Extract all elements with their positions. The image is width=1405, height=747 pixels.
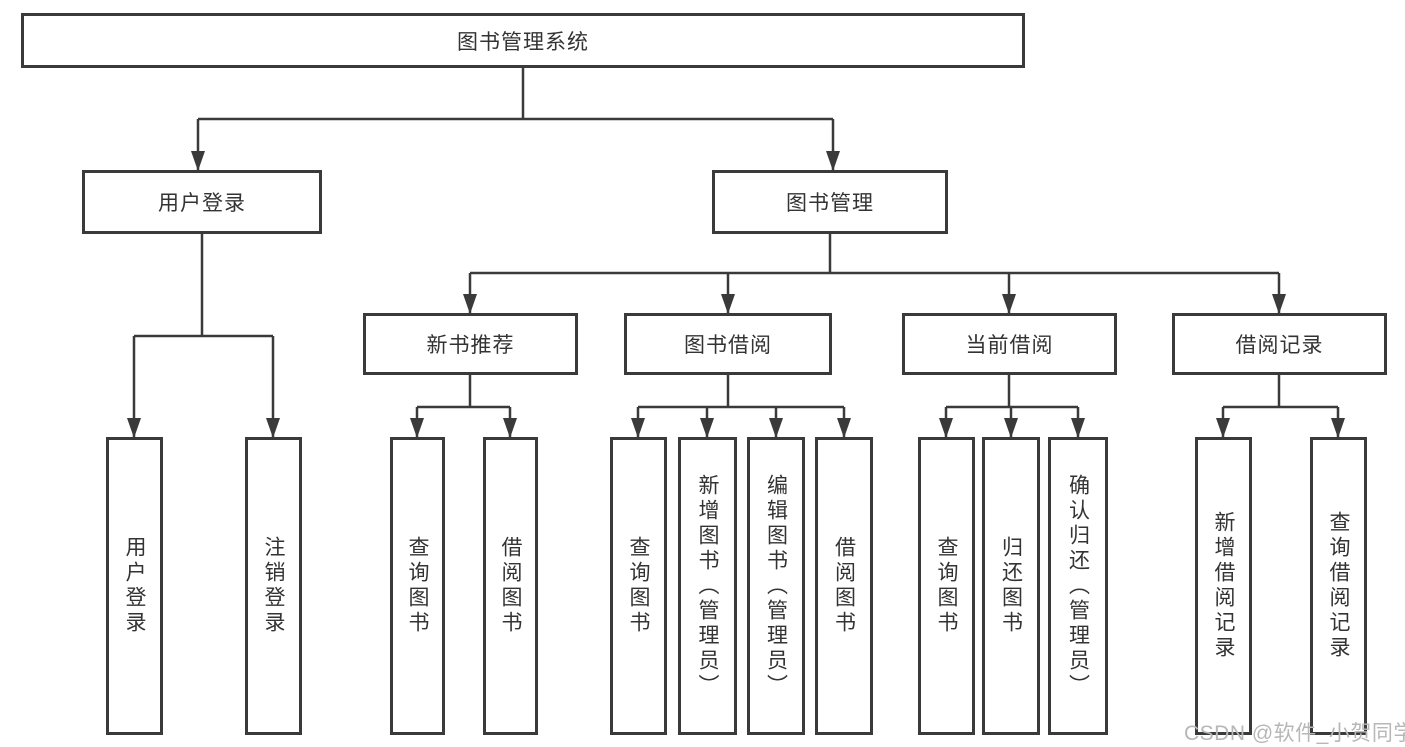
node-new-book-recommend: 新书推荐 xyxy=(363,313,578,375)
leaf-add-borrow-record-label: 新增借阅记录 xyxy=(1212,511,1235,661)
leaf-current-query-books: 查询图书 xyxy=(918,437,975,735)
leaf-borrow-query-books: 查询图书 xyxy=(610,437,667,735)
node-book-management-branch: 图书管理 xyxy=(712,170,948,234)
node-book-borrow-label: 图书借阅 xyxy=(684,334,772,357)
leaf-borrow-books-label: 借阅图书 xyxy=(832,536,856,636)
leaf-borrow-books: 借阅图书 xyxy=(815,437,873,735)
leaf-return-books-label: 归还图书 xyxy=(999,536,1023,636)
node-user-login-branch: 用户登录 xyxy=(82,170,322,234)
leaf-add-borrow-record: 新增借阅记录 xyxy=(1195,437,1252,735)
node-current-borrow-label: 当前借阅 xyxy=(965,334,1054,357)
leaf-add-books-admin-label: 新增图书（管理员） xyxy=(696,473,719,699)
node-borrow-records-label: 借阅记录 xyxy=(1235,334,1324,357)
leaf-logout-login-label: 注销登录 xyxy=(262,536,285,636)
node-current-borrow: 当前借阅 xyxy=(902,313,1117,375)
leaf-logout-login: 注销登录 xyxy=(245,437,302,735)
node-root-label: 图书管理系统 xyxy=(457,30,589,54)
leaf-confirm-return-admin-label: 确认归还（管理员） xyxy=(1066,473,1090,699)
leaf-edit-books-admin: 编辑图书（管理员） xyxy=(747,437,805,735)
node-book-borrow: 图书借阅 xyxy=(624,313,832,375)
node-root-system: 图书管理系统 xyxy=(21,13,1025,68)
leaf-add-books-admin: 新增图书（管理员） xyxy=(678,437,737,735)
leaf-query-borrow-record-label: 查询借阅记录 xyxy=(1327,511,1350,661)
leaf-query-borrow-record: 查询借阅记录 xyxy=(1310,437,1367,735)
leaf-confirm-return-admin: 确认归还（管理员） xyxy=(1048,437,1108,735)
node-new-book-recommend-label: 新书推荐 xyxy=(426,334,515,357)
leaf-borrow-query-books-label: 查询图书 xyxy=(627,536,650,636)
leaf-recommend-query-books: 查询图书 xyxy=(390,437,445,735)
leaf-recommend-borrow-books-label: 借阅图书 xyxy=(499,536,522,636)
leaf-recommend-borrow-books: 借阅图书 xyxy=(483,437,538,735)
leaf-recommend-query-books-label: 查询图书 xyxy=(406,536,429,636)
node-book-management-label: 图书管理 xyxy=(786,192,874,215)
node-user-login-label: 用户登录 xyxy=(158,192,246,215)
csdn-watermark: CSDN @软件_小贺同学 xyxy=(1184,722,1405,745)
leaf-user-login-label: 用户登录 xyxy=(123,536,146,636)
node-borrow-records: 借阅记录 xyxy=(1172,313,1387,375)
leaf-return-books: 归还图书 xyxy=(982,437,1040,735)
leaf-edit-books-admin-label: 编辑图书（管理员） xyxy=(764,473,788,699)
leaf-current-query-books-label: 查询图书 xyxy=(935,536,958,636)
leaf-user-login: 用户登录 xyxy=(106,437,163,735)
